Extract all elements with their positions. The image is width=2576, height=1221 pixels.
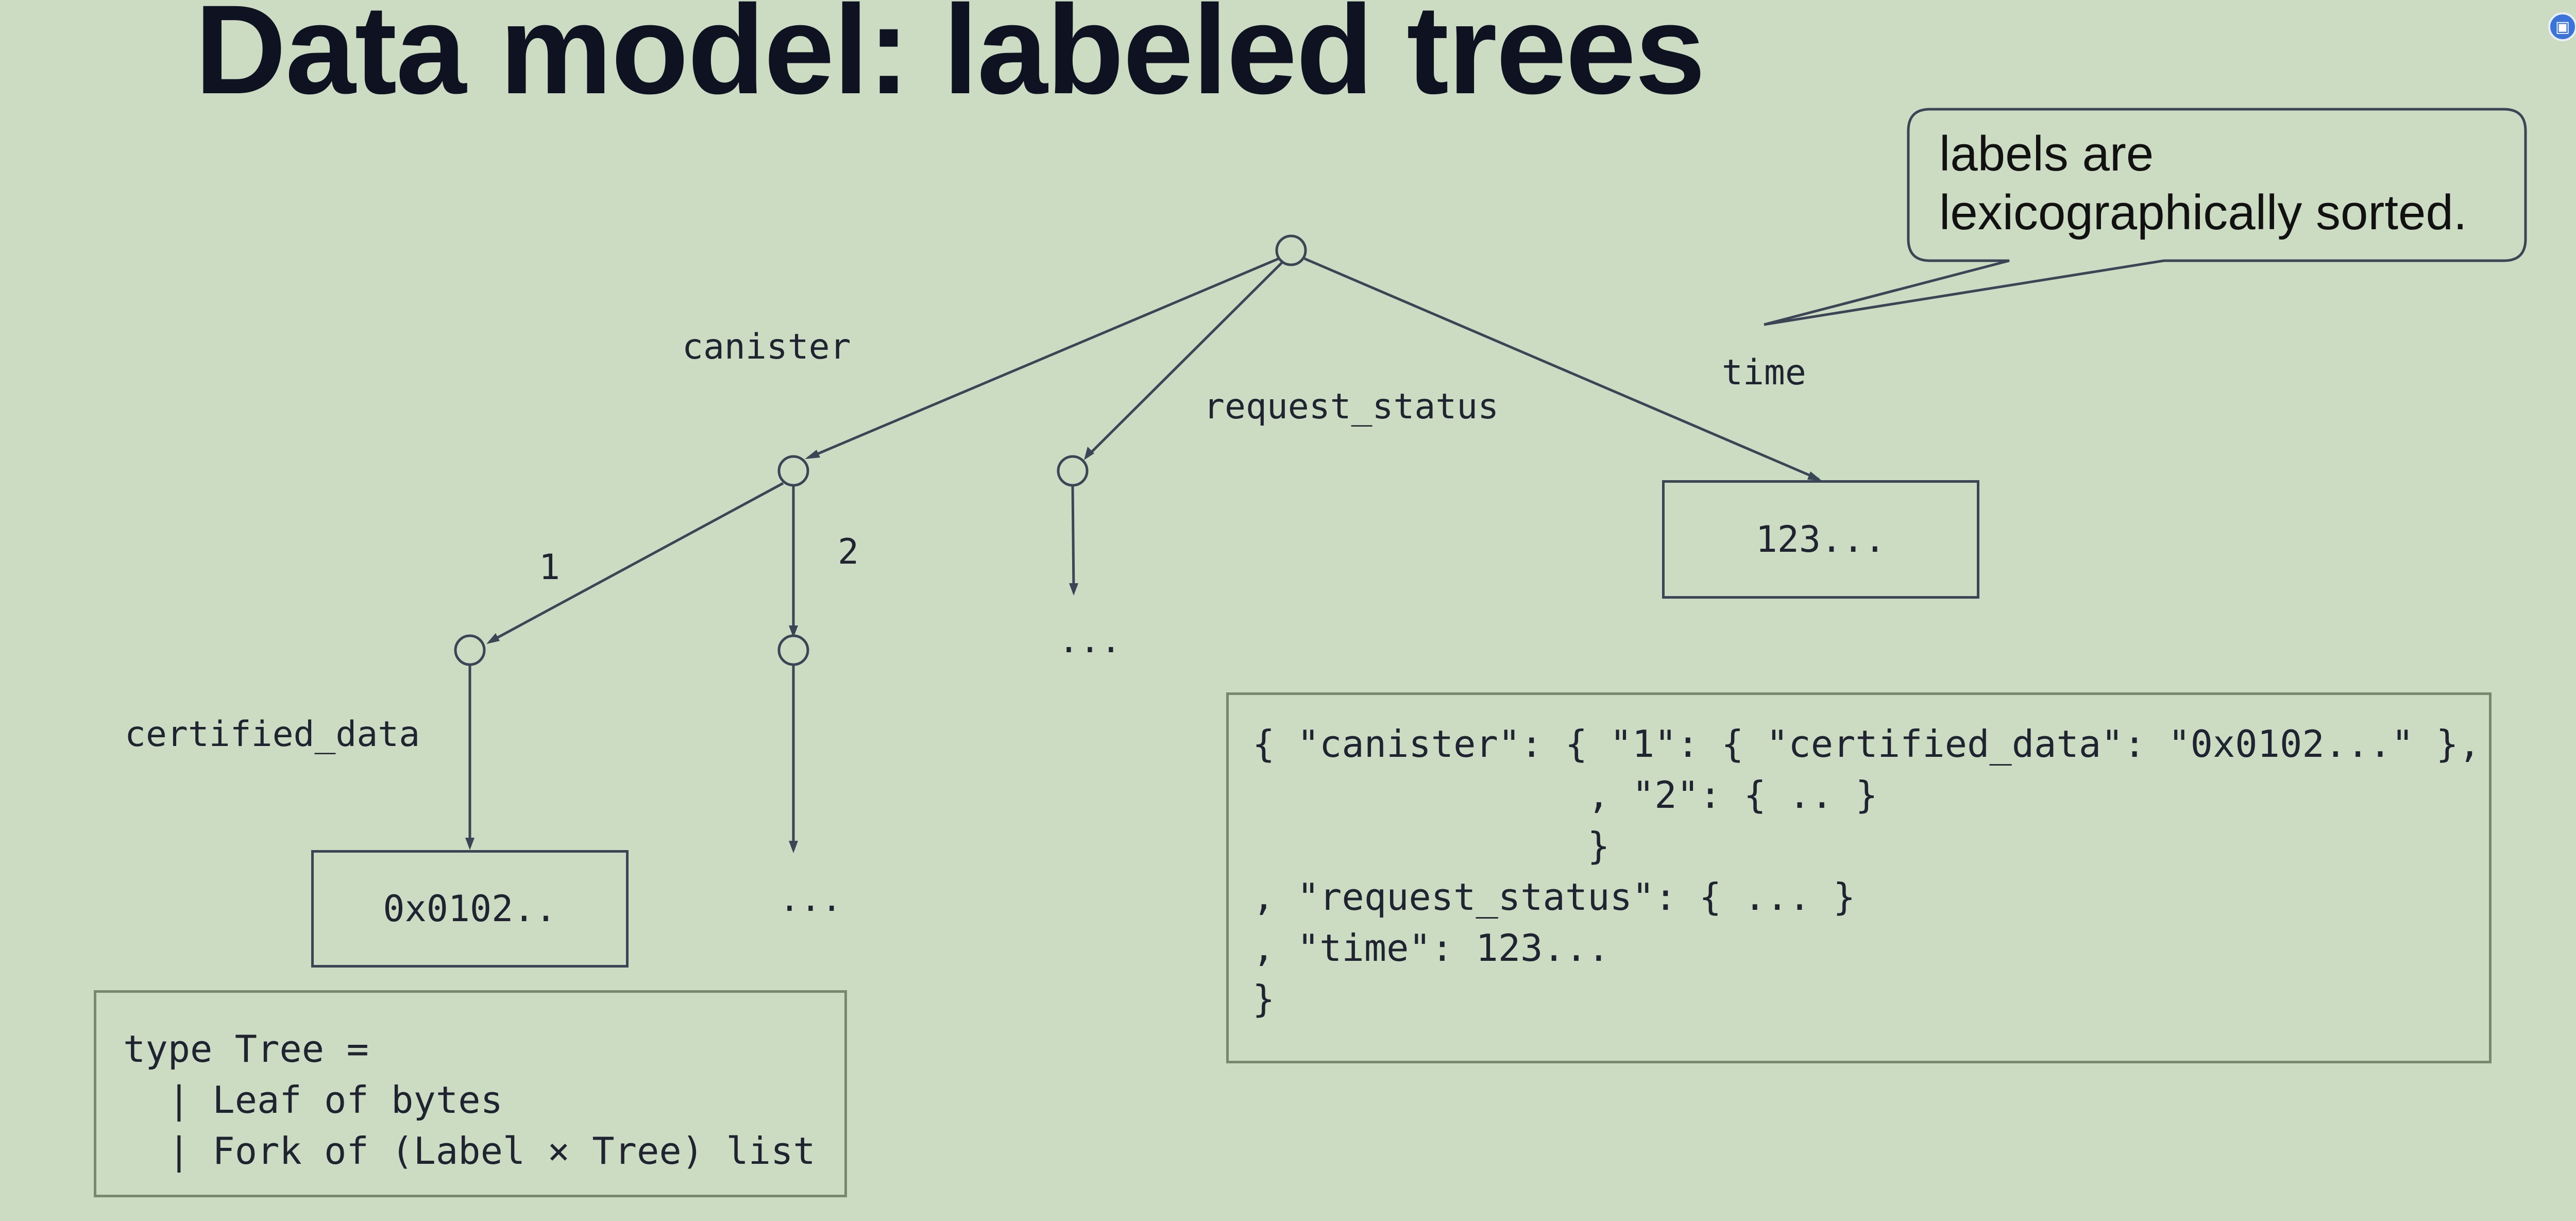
arrowhead-one	[486, 633, 500, 644]
request-status-ellipsis: ...	[1058, 620, 1122, 661]
node-two	[777, 634, 809, 666]
edge-label-two: 2	[838, 532, 859, 572]
node-one	[454, 634, 486, 666]
presentation-icon[interactable]: ▣	[2548, 12, 2576, 41]
certified-value: 0x0102..	[383, 888, 557, 930]
two-child-ellipsis: ...	[779, 879, 842, 920]
callout-text: labels are lexicographically sorted.	[1939, 126, 2467, 240]
time-value-box: 123...	[1662, 480, 1979, 599]
callout-bubble	[1764, 108, 2527, 326]
arrowhead-time	[1807, 471, 1822, 481]
time-value: 123...	[1755, 518, 1886, 561]
edge-label-canister: canister	[682, 327, 851, 367]
type-definition-box: type Tree = | Leaf of bytes | Fork of (L…	[94, 990, 847, 1197]
edge-time	[1304, 257, 1819, 481]
edge-label-one: 1	[539, 547, 560, 588]
node-root	[1275, 234, 1307, 266]
type-definition-code: type Tree = | Leaf of bytes | Fork of (L…	[123, 1027, 816, 1173]
edge-one	[488, 482, 784, 643]
edge-label-time: time	[1722, 352, 1806, 393]
slide-title: Data model: labeled trees	[195, 0, 1705, 121]
edge-label-certified-data: certified_data	[125, 714, 420, 755]
arrowhead-canister	[805, 450, 820, 459]
edge-request-status	[1086, 261, 1284, 457]
arrowhead-request-child	[1069, 583, 1078, 596]
arrowhead-request-status	[1084, 447, 1094, 460]
edge-label-request-status: request_status	[1204, 386, 1499, 427]
arrowhead-two-child	[789, 841, 798, 853]
node-canister	[777, 455, 809, 487]
json-example-box: { "canister": { "1": { "certified_data":…	[1226, 692, 2492, 1063]
arrowhead-certified-data	[465, 838, 474, 850]
json-example-code: { "canister": { "1": { "certified_data":…	[1252, 722, 2481, 1021]
node-request-status	[1057, 455, 1089, 487]
certified-value-box: 0x0102..	[311, 850, 629, 968]
edge-canister	[808, 257, 1279, 459]
edge-request-child	[1071, 486, 1075, 591]
arrowhead-two	[789, 625, 798, 638]
